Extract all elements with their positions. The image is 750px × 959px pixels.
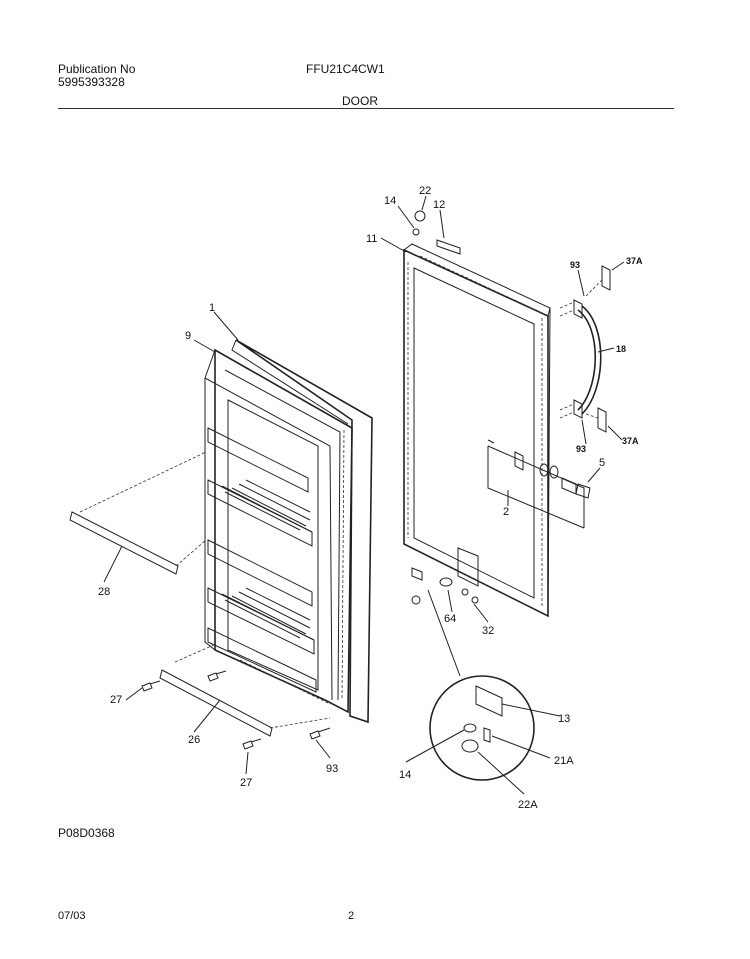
callout-21a: 21A (554, 755, 574, 767)
bottom-hinge-parts (411, 567, 479, 677)
callout-93: 93 (326, 763, 338, 775)
publication-number: 5995393328 (58, 75, 125, 89)
publication-date: 07/03 (58, 910, 86, 922)
callout-28: 28 (98, 586, 110, 598)
callout-numbers: 1 9 28 27 26 27 93 14 22 12 11 93 37A 18… (98, 185, 643, 811)
publication-label: Publication No (58, 62, 136, 76)
callout-5: 5 (599, 457, 605, 469)
callout-37a: 37A (626, 256, 643, 266)
screws (141, 670, 331, 750)
page-number: 2 (348, 910, 355, 922)
section-title: DOOR (342, 94, 378, 108)
shelf-trim-28 (69, 451, 207, 575)
callout-14: 14 (399, 769, 411, 781)
hinge-detail-circle (429, 675, 535, 781)
callout-27: 27 (240, 777, 252, 789)
callout-32: 32 (482, 625, 494, 637)
leader-lines (103, 195, 625, 795)
label-12 (436, 239, 461, 255)
callout-64: 64 (444, 613, 456, 625)
callout-93: 93 (576, 444, 586, 454)
callout-22a: 22A (518, 799, 538, 811)
model-number: FFU21C4CW1 (306, 62, 385, 76)
callout-27: 27 (110, 694, 122, 706)
trim-26 (159, 643, 331, 737)
callout-93: 93 (570, 260, 580, 270)
header-rule (58, 108, 674, 109)
callout-9: 9 (185, 330, 191, 342)
callout-14: 14 (384, 195, 396, 207)
outer-door-panel-11 (403, 243, 551, 618)
callout-12: 12 (433, 199, 445, 211)
door-liner-assembly (204, 339, 373, 724)
callout-22: 22 (419, 185, 431, 197)
callout-26: 26 (188, 734, 200, 746)
callout-2: 2 (503, 506, 509, 518)
lock-assembly (487, 439, 591, 529)
diagram-code: P08D0368 (58, 826, 115, 840)
screw-22 (414, 210, 426, 222)
callout-13: 13 (558, 713, 570, 725)
washer-14 (412, 228, 420, 236)
callout-1: 1 (209, 302, 215, 314)
callout-11: 11 (366, 233, 377, 245)
callout-18: 18 (616, 344, 626, 354)
handle-assembly (559, 265, 611, 433)
callout-37a: 37A (622, 436, 639, 446)
